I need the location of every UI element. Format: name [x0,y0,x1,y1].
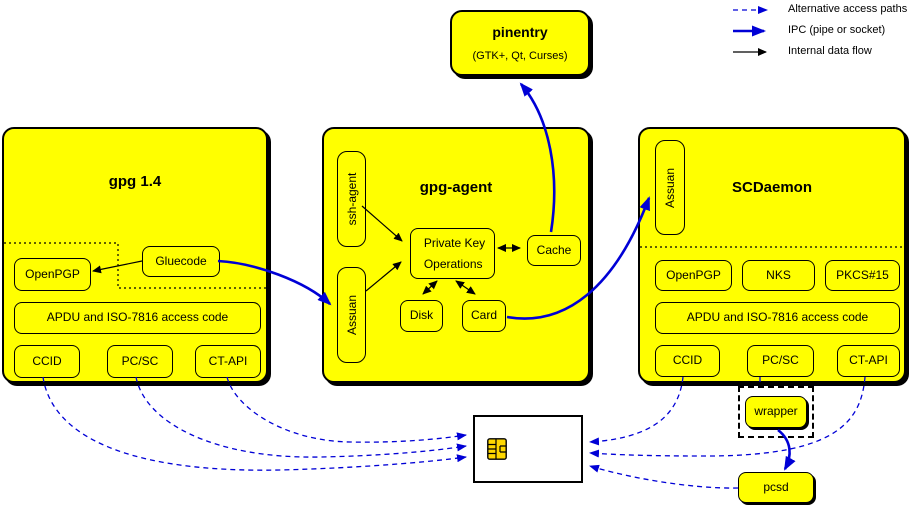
card-node: Card [462,300,506,332]
gpg-agent-title: gpg-agent [419,179,493,196]
private-key-line2: Operations [423,256,483,271]
smartcard-chip-icon [487,438,507,460]
scdaemon-assuan-node: Assuan [655,140,685,235]
scdaemon-ctapi-node: CT-API [837,345,900,377]
gpg-agent-box: gpg-agent ssh-agent Assuan Private Key O… [322,127,590,383]
scdaemon-title: SCDaemon [731,179,813,196]
pcsd-node: pcsd [738,472,814,503]
gpg14-openpgp-node: OpenPGP [14,258,91,291]
smartcard [473,415,583,483]
legend-label-internal-flow: Internal data flow [788,45,872,57]
legend-label-ipc: IPC (pipe or socket) [788,24,886,36]
gpg14-box: gpg 1.4 OpenPGP Gluecode APDU and ISO-78… [2,127,268,383]
private-key-line1: Private Key [423,236,486,251]
altpath-gpg14-ccid-to-card [42,376,467,471]
gpg-agent-ssh-agent-node: ssh-agent [337,151,366,247]
legend-label-alternative-access: Alternative access paths [788,3,908,15]
pinentry-subtitle: (GTK+, Qt, Curses) [472,50,568,62]
pinentry-title: pinentry [492,24,548,40]
wrapper-node: wrapper [745,396,807,428]
altpath-gpg14-ctapi-to-card [226,376,467,443]
scdaemon-pkcs15-node: PKCS#15 [825,260,900,291]
disk-node: Disk [400,300,443,332]
ssh-agent-label: ssh-agent [344,172,359,226]
gpg-agent-assuan-node: Assuan [337,267,366,363]
gpg14-apdu-node: APDU and ISO-7816 access code [14,302,261,334]
gpg14-pcsc-node: PC/SC [107,345,173,378]
gpg-agent-assuan-label: Assuan [344,294,359,336]
scdaemon-pcsc-node: PC/SC [747,345,814,377]
scdaemon-nks-node: NKS [742,260,815,291]
altpath-scdaemon-ctapi-to-card [589,376,866,458]
cache-node: Cache [527,235,581,266]
scdaemon-assuan-label: Assuan [663,167,677,208]
gpg14-title: gpg 1.4 [108,173,162,190]
altpath-gpg14-pcsc-to-card [135,376,467,458]
scdaemon-ccid-node: CCID [655,345,720,377]
altpath-pcsd-to-card [589,464,739,489]
altpath-scdaemon-ccid-to-card [589,376,684,446]
scdaemon-apdu-node: APDU and ISO-7816 access code [655,302,900,334]
gpg14-gluecode-node: Gluecode [142,246,220,277]
scdaemon-openpgp-node: OpenPGP [655,260,732,291]
private-key-operations-node: Private Key Operations [410,228,495,279]
gpg14-ccid-node: CCID [14,345,80,378]
pinentry-box: pinentry (GTK+, Qt, Curses) [450,10,590,76]
scdaemon-box: SCDaemon Assuan OpenPGP NKS PKCS#15 APDU… [638,127,906,383]
gpg14-ctapi-node: CT-API [195,345,261,378]
